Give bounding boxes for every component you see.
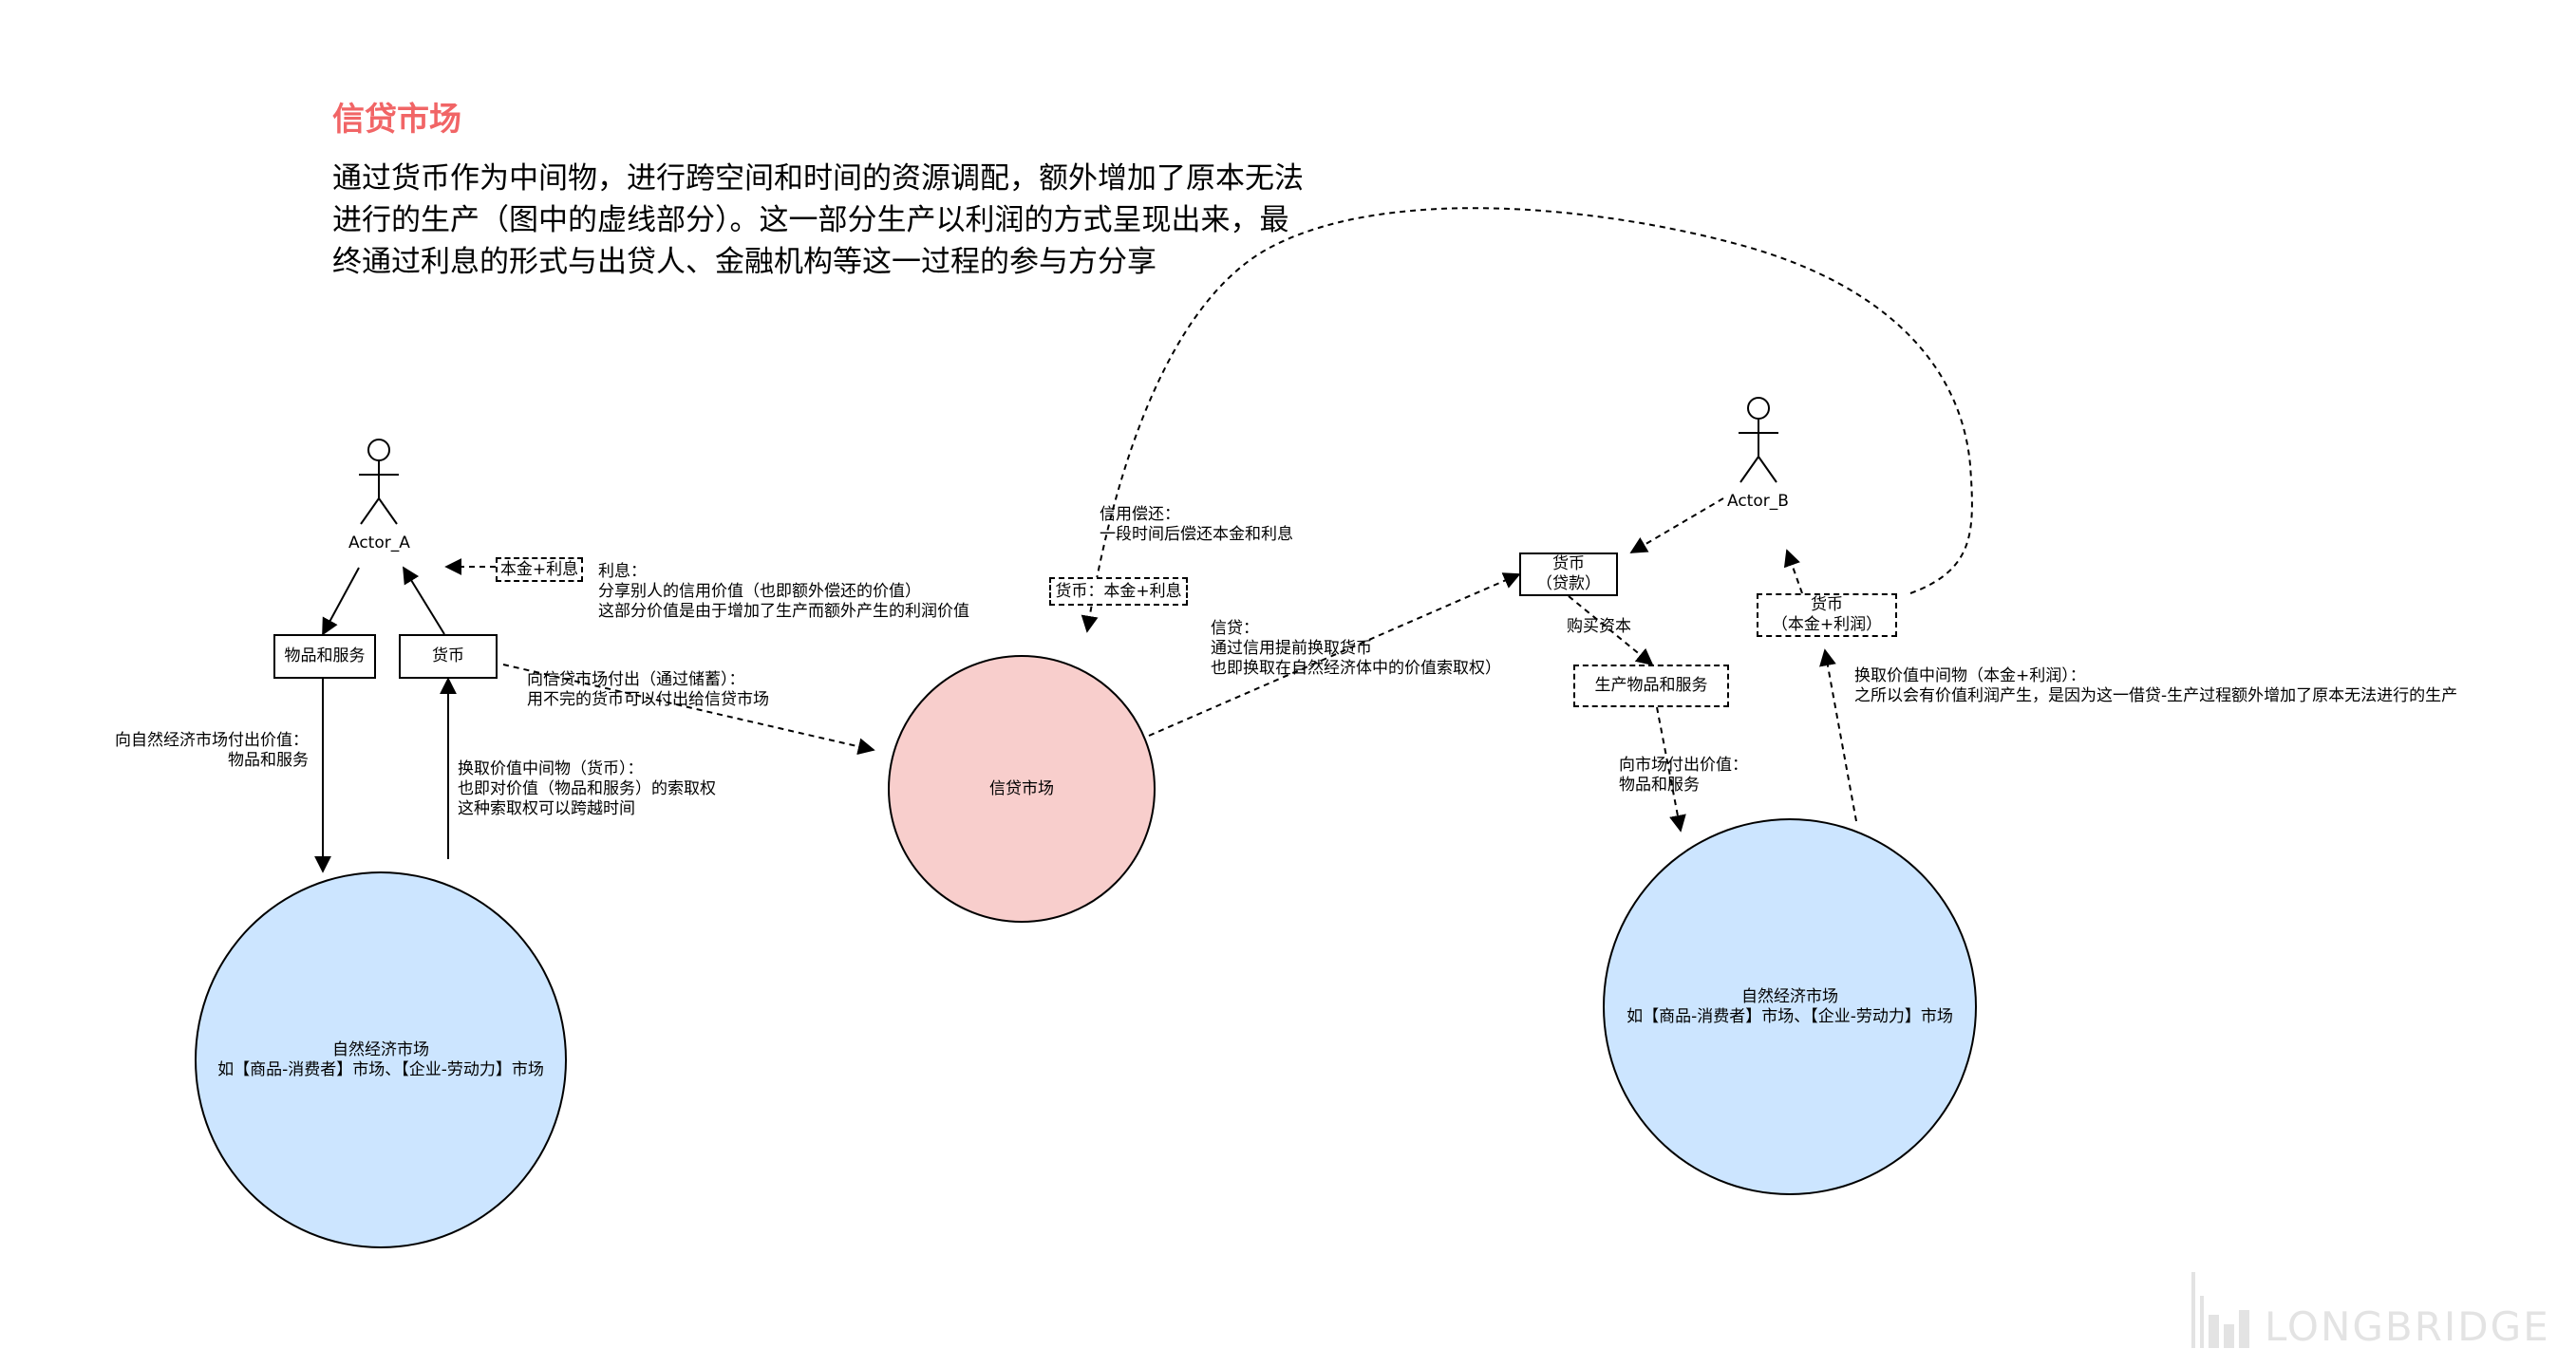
exchange-profit-label: 换取价值中间物（本金+利润）： 之所以会有价值利润产生，是因为这一借贷-生产过程… (1854, 666, 2458, 705)
actor-a-figure (359, 439, 399, 525)
buy-capital-label: 购买资本 (1567, 617, 1631, 636)
exchange-money-label: 换取价值中间物（货币）： 也即对价值（物品和服务）的索取权 这种索取权可以跨越时… (458, 759, 716, 818)
longbridge-logo-icon (2191, 1272, 2249, 1348)
solid-arrows (314, 566, 457, 873)
longbridge-watermark: LONGBRIDGE (2187, 1267, 2576, 1353)
interest-label: 利息： 分享别人的信用价值（也即额外偿还的价值） 这部分价值是由于增加了生产而额… (598, 562, 969, 621)
dashed-arrows (444, 207, 1973, 833)
principal-interest-box: 本金+利息 (496, 557, 583, 582)
money-principal-interest-box: 货币：本金+利息 (1049, 577, 1188, 606)
natural-market-circle-a: 自然经济市场 如【商品-消费者】市场、【企业-劳动力】市场 (195, 871, 567, 1248)
watermark-text: LONGBRIDGE (2265, 1303, 2550, 1350)
credit-loan-label: 信贷： 通过信用提前换取货币 也即换取在自然经济体中的价值索取权） (1211, 619, 1501, 678)
pay-to-market-label: 向市场付出价值： 物品和服务 (1619, 756, 1748, 795)
credit-market-circle: 信贷市场 (888, 655, 1156, 923)
money-principal-profit-box: 货币 （本金+利润） (1757, 593, 1897, 637)
actor-b-figure (1739, 397, 1778, 483)
credit-repay-label: 信用偿还： 一段时间后偿还本金和利息 (1100, 505, 1293, 544)
money-box-a: 货币 (399, 634, 498, 679)
pay-to-natural-market-label: 向自然经济市场付出价值： 物品和服务 (115, 731, 309, 770)
intro-text: 通过货币作为中间物，进行跨空间和时间的资源调配，额外增加了原本无法 进行的生产（… (332, 161, 1304, 279)
actor-b-label: Actor_B (1727, 492, 1789, 511)
natural-market-circle-b: 自然经济市场 如【商品-消费者】市场、【企业-劳动力】市场 (1603, 818, 1977, 1195)
diagram-title: 信贷市场 (332, 101, 461, 139)
money-loan-box: 货币 （贷款） (1519, 552, 1618, 596)
produce-goods-box: 生产物品和服务 (1573, 665, 1729, 707)
actor-a-label: Actor_A (348, 534, 410, 552)
pay-to-credit-market-label: 向信贷市场付出（通过储蓄）： 用不完的货币可以付出给信贷市场 (527, 670, 769, 709)
goods-services-box-a: 物品和服务 (273, 634, 376, 679)
